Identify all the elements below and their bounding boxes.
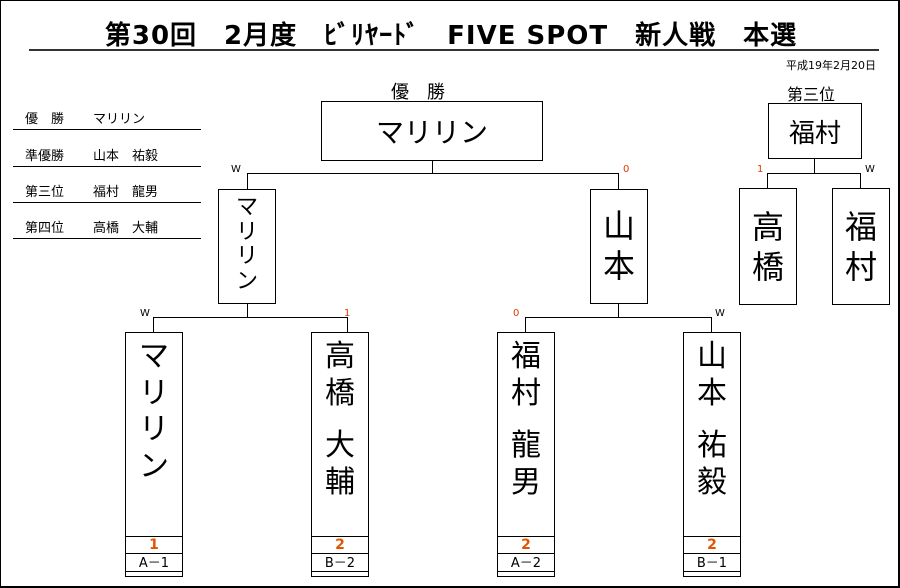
name-char: 村	[511, 375, 541, 411]
player-card: 福 村 龍 男 2 A－2	[497, 332, 555, 577]
player-name: マ リ リ ン	[126, 339, 182, 485]
match-mark: 1	[344, 308, 351, 319]
name-char: 毅	[697, 464, 727, 500]
player-name: 福 村 龍 男	[498, 339, 554, 501]
bracket-line	[618, 173, 619, 190]
seed-label: A－1	[125, 553, 183, 572]
match-mark: 1	[757, 164, 764, 175]
bracket-line	[814, 159, 815, 174]
bracket-line	[247, 173, 248, 190]
name-char: 輔	[325, 464, 355, 500]
match-mark: 0	[513, 308, 520, 319]
name-char: ン	[139, 448, 169, 484]
match-mark: 0	[623, 164, 630, 175]
player-card: 高 橋 大 輔 2 B－2	[311, 332, 369, 577]
name-char: マ	[235, 195, 258, 220]
name-char: 本	[602, 247, 635, 285]
name-char: 本	[697, 375, 727, 411]
name-char: 男	[511, 464, 541, 500]
name-char: 福	[511, 339, 541, 374]
match-mark: W	[865, 164, 875, 175]
bracket-line	[432, 161, 433, 174]
score-cell: 2	[684, 536, 740, 553]
name-char: 山	[602, 207, 635, 245]
player-name: 山 本 祐 毅	[684, 339, 740, 501]
name-char: リ	[139, 375, 169, 411]
champion-box: マリリン	[321, 101, 543, 161]
bracket-line	[860, 173, 861, 189]
result-rank: 第三位	[25, 185, 65, 200]
seed-label: B－2	[311, 553, 369, 572]
name-char: 祐	[697, 428, 727, 464]
name-char: 高	[751, 208, 784, 246]
name-char: 高	[325, 339, 355, 374]
name-char: 橋	[325, 375, 355, 411]
result-rank: 第四位	[25, 221, 65, 236]
name-char: マ	[139, 339, 169, 374]
name-char: ン	[235, 268, 258, 294]
bracket-line	[525, 317, 526, 333]
match-mark: W	[715, 308, 725, 319]
champion-caption: 優 勝	[391, 82, 445, 103]
player-card: 山 本 祐 毅 2 B－1	[683, 332, 741, 577]
name-char: 大	[325, 428, 355, 464]
score-cell: 2	[498, 536, 554, 553]
seed-label: A－2	[497, 553, 555, 572]
seed-label: B－1	[683, 553, 741, 572]
bracket-line	[525, 317, 712, 318]
name-char: リ	[235, 244, 258, 270]
score-cell: 2	[312, 536, 368, 553]
final-player-box: マ リ リ ン	[218, 189, 276, 304]
player-name: 高 橋 大 輔	[312, 339, 368, 501]
result-name: マリリン	[93, 112, 146, 127]
match-mark: W	[231, 164, 241, 175]
name-char: 山	[697, 339, 727, 374]
result-name: 高橋 大輔	[93, 221, 159, 236]
result-rank: 準優勝	[25, 149, 65, 164]
result-rank: 優 勝	[25, 112, 65, 127]
result-row-third: 第三位 福村 龍男	[13, 181, 201, 203]
bracket-line	[247, 303, 248, 318]
name-char: リ	[139, 412, 169, 448]
bracket-line	[618, 303, 619, 318]
event-date: 平成19年2月20日	[786, 59, 876, 72]
third-place-caption: 第三位	[787, 85, 836, 104]
bracket-line	[711, 317, 712, 333]
bracket-line	[153, 317, 154, 333]
bracket-line	[767, 173, 768, 189]
bracket-line	[247, 173, 619, 174]
third-place-box: 福村	[768, 103, 862, 159]
result-row-champion: 優 勝 マリリン	[13, 108, 201, 130]
final-player-box: 山 本	[590, 189, 648, 304]
result-name: 福村 龍男	[93, 185, 159, 200]
name-char: リ	[235, 219, 258, 245]
match-mark: W	[140, 308, 150, 319]
bracket-line	[153, 317, 348, 318]
name-char: 福	[844, 208, 877, 246]
name-char: 橋	[751, 248, 784, 286]
score-cell: 1	[126, 536, 182, 553]
result-name: 山本 祐毅	[93, 149, 159, 164]
page-title: 第30回 2月度 ﾋﾞﾘﾔｰﾄﾞ FIVE SPOT 新人戦 本選	[104, 21, 798, 51]
player-card: マ リ リ ン 1 A－1	[125, 332, 183, 577]
title-underline	[29, 49, 879, 51]
bracket-line	[347, 317, 348, 333]
name-char: 龍	[511, 428, 541, 464]
bracket-line	[767, 173, 861, 174]
result-row-runner-up: 準優勝 山本 祐毅	[13, 145, 201, 167]
third-match-player-box: 福 村	[832, 188, 890, 305]
third-match-player-box: 高 橋	[739, 188, 797, 305]
name-char: 村	[844, 248, 877, 286]
result-row-fourth: 第四位 高橋 大輔	[13, 217, 201, 239]
